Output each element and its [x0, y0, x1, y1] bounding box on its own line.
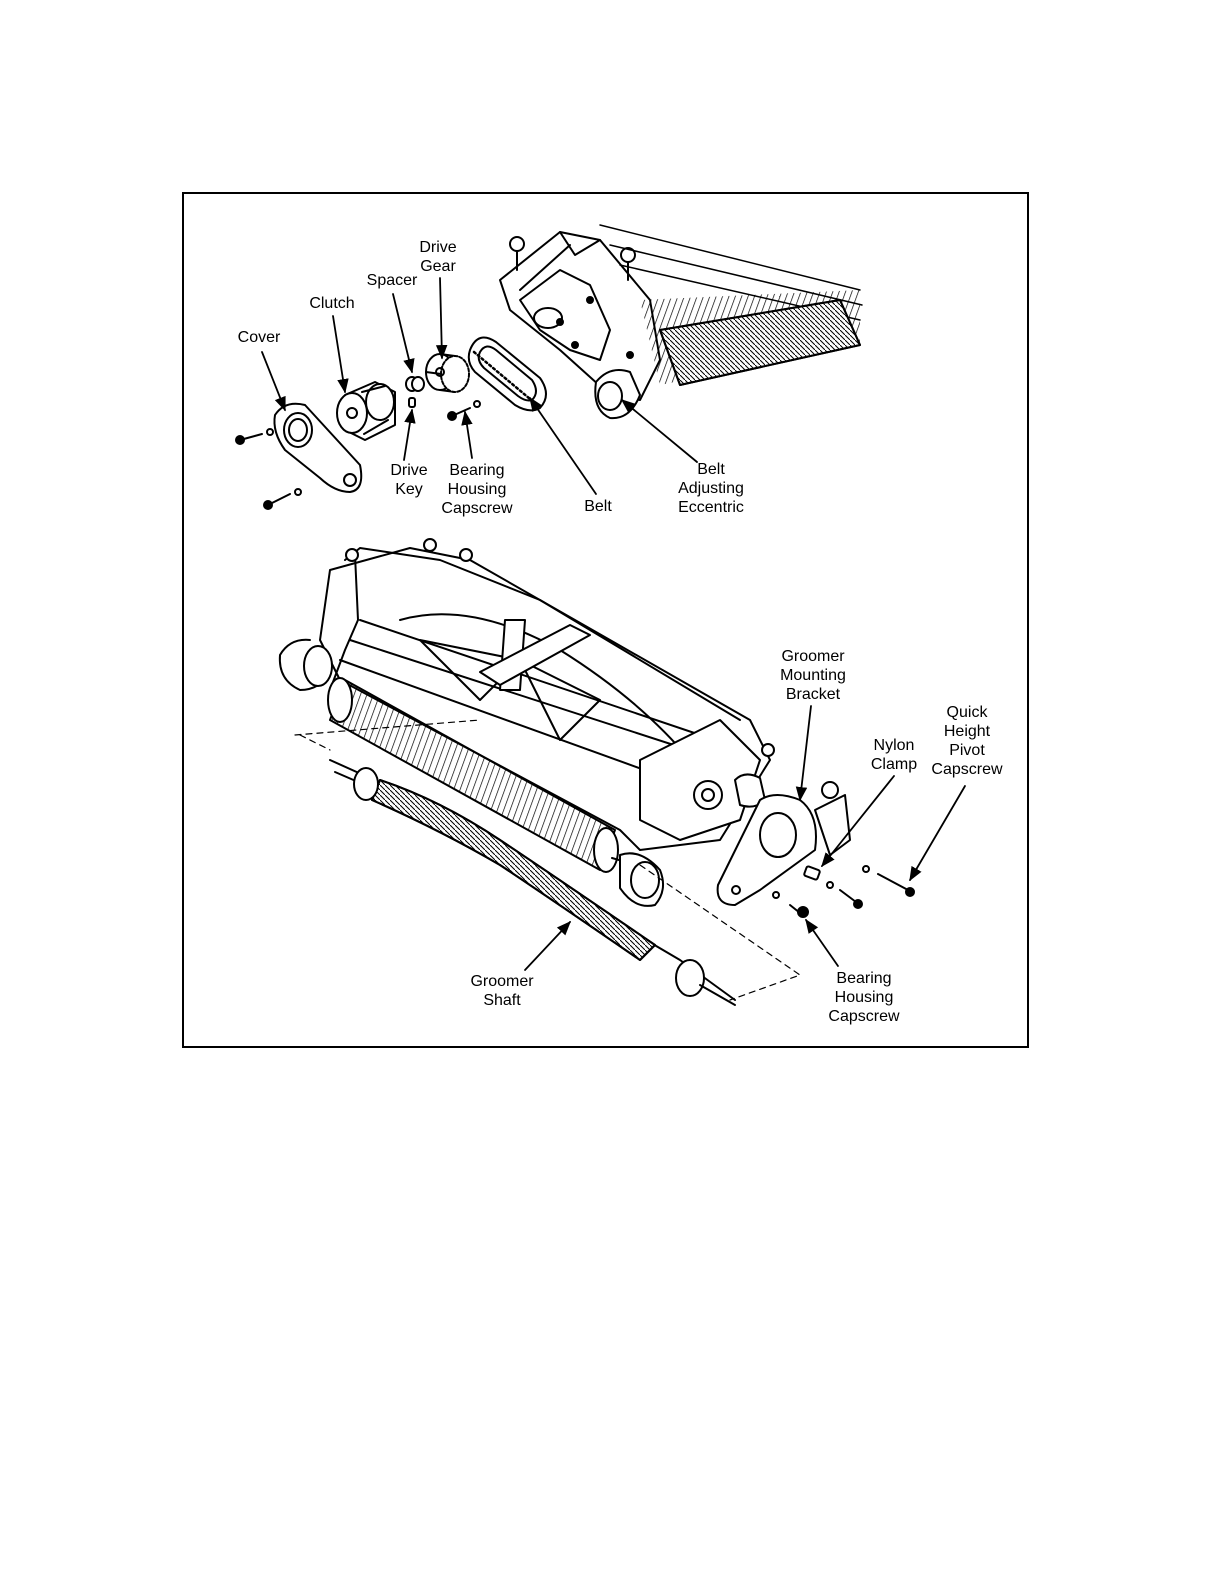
drive-gear-part — [426, 354, 469, 392]
label-clutch: Clutch — [302, 294, 362, 313]
nylon-clamp-part — [804, 866, 821, 880]
reel-unit-upper — [500, 225, 862, 418]
label-belt: Belt — [576, 497, 620, 516]
drive-key-part — [409, 398, 415, 407]
capscrews-lower — [773, 866, 914, 917]
belt-part — [469, 338, 546, 411]
spacer-part — [406, 377, 424, 391]
label-cover: Cover — [230, 328, 288, 347]
label-spacer: Spacer — [360, 271, 424, 290]
